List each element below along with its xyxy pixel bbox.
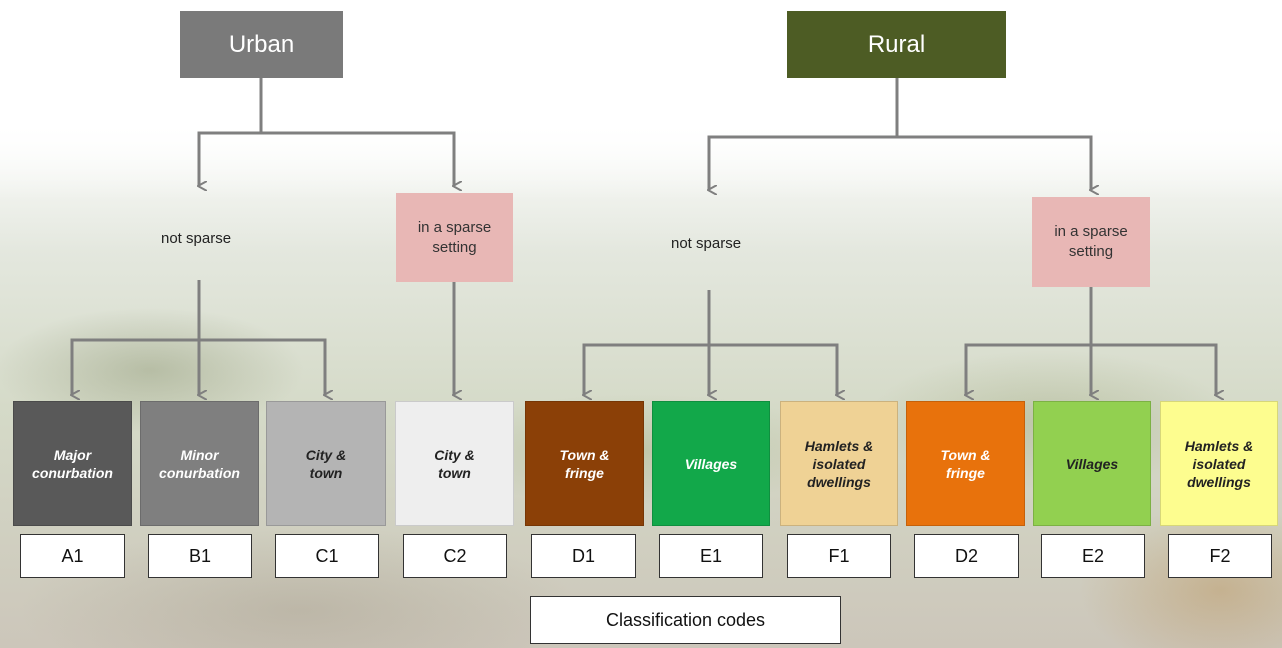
code-box-c1: C1 xyxy=(275,534,379,578)
category-box-c2: City & town xyxy=(395,401,514,526)
category-box-b1: Minor conurbation xyxy=(140,401,259,526)
code-box-d1: D1 xyxy=(531,534,636,578)
rural-sparse-box: in a sparse setting xyxy=(1032,197,1150,287)
category-box-f2: Hamlets & isolated dwellings xyxy=(1160,401,1278,526)
category-box-e1: Villages xyxy=(652,401,770,526)
code-box-f2: F2 xyxy=(1168,534,1272,578)
category-box-e2: Villages xyxy=(1033,401,1151,526)
code-box-e2: E2 xyxy=(1041,534,1145,578)
code-box-d2: D2 xyxy=(914,534,1019,578)
code-box-e1: E1 xyxy=(659,534,763,578)
classification-codes-label: Classification codes xyxy=(530,596,841,644)
urban-sparse-box: in a sparse setting xyxy=(396,193,513,282)
urban-heading: Urban xyxy=(180,11,343,78)
category-box-f1: Hamlets & isolated dwellings xyxy=(780,401,898,526)
category-box-d2: Town & fringe xyxy=(906,401,1025,526)
code-box-f1: F1 xyxy=(787,534,891,578)
code-box-a1: A1 xyxy=(20,534,125,578)
code-box-c2: C2 xyxy=(403,534,507,578)
category-box-c1: City & town xyxy=(266,401,386,526)
rural-heading: Rural xyxy=(787,11,1006,78)
code-box-b1: B1 xyxy=(148,534,252,578)
urban-not-sparse-label: not sparse xyxy=(161,230,232,247)
category-box-d1: Town & fringe xyxy=(525,401,644,526)
category-box-a1: Major conurbation xyxy=(13,401,132,526)
rural-not-sparse-label: not sparse xyxy=(671,235,742,252)
